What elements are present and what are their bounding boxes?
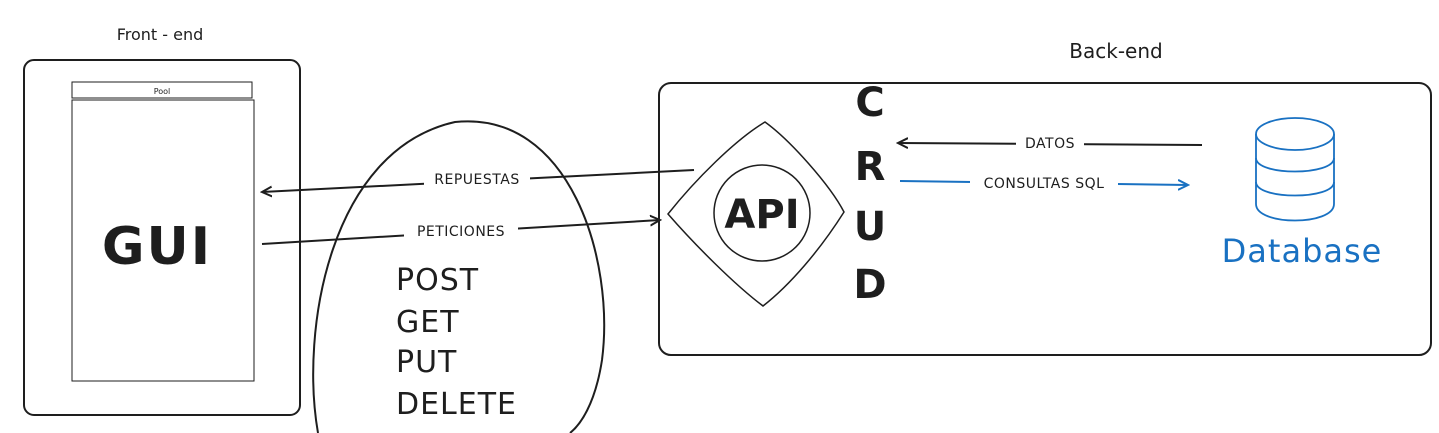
sql-label-bg	[970, 174, 1118, 192]
responses-label-bg	[424, 170, 530, 188]
window-title-bar	[71, 81, 253, 99]
crud-letter-c: C	[855, 80, 884, 126]
responses-label: REPUESTAS	[434, 172, 519, 188]
database-icon	[1255, 117, 1335, 222]
crud-letter-d: D	[853, 262, 886, 308]
requests-label-bg	[404, 222, 518, 240]
crud-letter-u: U	[854, 204, 886, 250]
requests-label: PETICIONES	[417, 224, 505, 240]
backend-title: Back-end	[1069, 39, 1162, 63]
method-get: GET	[396, 305, 460, 340]
gui-window	[71, 99, 255, 382]
data-label-bg	[1016, 134, 1084, 152]
api-circle	[713, 164, 811, 262]
backend-container	[658, 82, 1432, 356]
method-post: POST	[396, 263, 479, 298]
sql-query-label: CONSULTAS SQL	[984, 176, 1105, 192]
crud-letter-r: R	[855, 144, 886, 190]
frontend-title: Front - end	[117, 25, 204, 44]
data-label: DATOS	[1025, 136, 1075, 152]
database-label: Database	[1222, 232, 1383, 270]
method-put: PUT	[396, 345, 457, 380]
api-label: API	[724, 192, 799, 238]
gui-label: GUI	[102, 217, 212, 277]
http-methods-ellipse	[312, 120, 606, 433]
method-delete: DELETE	[396, 387, 517, 422]
frontend-device-frame	[23, 59, 301, 416]
api-diamond	[667, 121, 845, 307]
window-title: Pool	[154, 87, 171, 96]
